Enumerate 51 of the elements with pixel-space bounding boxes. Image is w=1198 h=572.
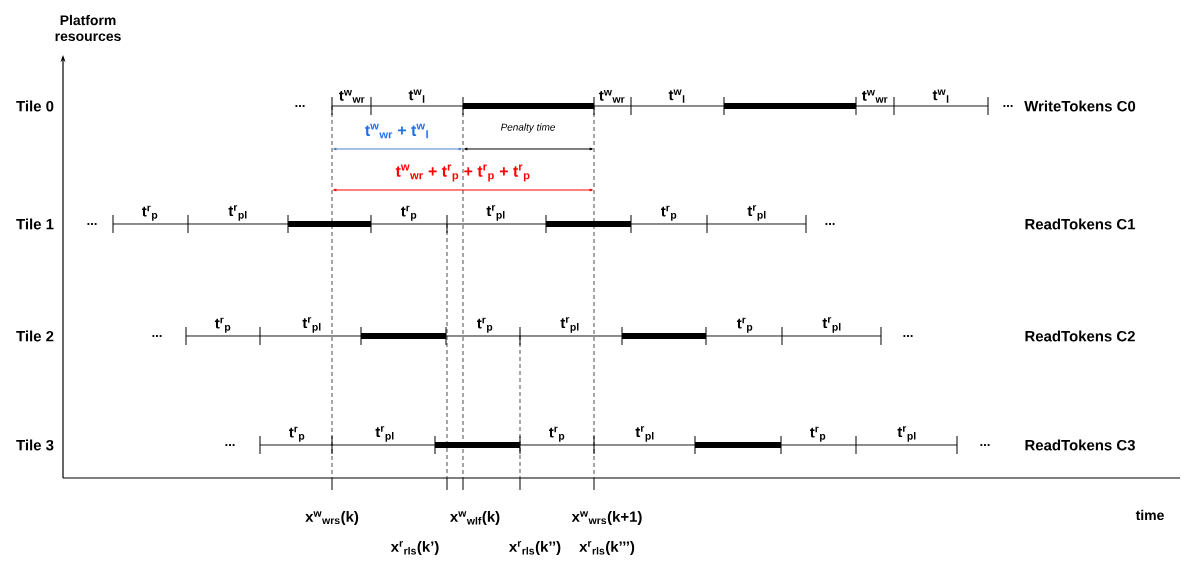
interval-label: t$^{r}$p (549, 426, 565, 442)
time-point-label: x$^{w}$$_{wrs}$(k+1) (571, 511, 642, 525)
ellipsis: ... (225, 444, 235, 446)
interval-label: t$^{w}$wr (339, 89, 365, 103)
interval-label: t$^{r}$p (809, 426, 826, 442)
time-point-label: x$^{r}$$_{rls}$(k’’) (509, 541, 561, 555)
time-point-label: x$^{r}$$_{rls}$(k’’’) (579, 541, 635, 555)
channel-label: ReadTokens C3 (1025, 439, 1135, 451)
interval-label: t$^{r}$pl (228, 205, 247, 221)
channel-label: WriteTokens C0 (1024, 100, 1136, 112)
interval-label: t$^{r}$p (477, 317, 493, 333)
interval-label: t$^{r}$p (289, 426, 305, 442)
duration-label: t$^{w}$$_{wr}$ + t$^{w}$l (365, 123, 428, 139)
interval-label: t$^{w}$l (932, 89, 949, 103)
time-point-label: x$^{w}$$_{wlf}$(k) (450, 511, 500, 525)
interval-label: t$^{r}$pl (897, 426, 916, 442)
ellipsis: ... (980, 444, 990, 446)
interval-label: t$^{r}$pl (486, 205, 505, 221)
interval-label: t$^{r}$p (401, 205, 417, 221)
duration-label: t$^{w}$$_{wr}$ + t$^{r}$$_{p}$ + t$^{r}$$_{p}$ + t$^{r}$p (395, 164, 530, 182)
interval-label: t$^{w}$l (408, 89, 425, 103)
interval-label: t$^{w}$wr (862, 89, 888, 103)
ellipsis: ... (87, 223, 97, 225)
interval-label: t$^{r}$pl (822, 317, 841, 333)
interval-label: t$^{r}$pl (560, 317, 579, 333)
interval-label: t$^{r}$pl (302, 317, 321, 333)
interval-label: t$^{w}$wr (599, 89, 625, 103)
interval-label: t$^{r}$pl (747, 205, 766, 221)
interval-label: t$^{w}$l (668, 89, 685, 103)
axis-title: time (1135, 509, 1164, 521)
axis-title: Platform resources (55, 14, 121, 42)
interval-label: t$^{r}$pl (635, 426, 654, 442)
tile-label: Tile 3 (16, 439, 54, 451)
ellipsis: ... (295, 105, 305, 107)
ellipsis: ... (1003, 105, 1013, 107)
ellipsis: ... (825, 223, 835, 225)
duration-label: Penalty time (500, 123, 556, 133)
channel-label: ReadTokens C2 (1025, 330, 1135, 342)
tile-label: Tile 2 (16, 330, 54, 342)
interval-label: t$^{r}$pl (375, 426, 394, 442)
tile-label: Tile 0 (16, 100, 54, 112)
tile-label: Tile 1 (16, 218, 54, 230)
time-point-label: x$^{r}$$_{rls}$(k’) (390, 541, 439, 555)
ellipsis: ... (152, 335, 162, 337)
interval-label: t$^{r}$p (215, 317, 231, 333)
interval-label: t$^{r}$p (737, 317, 753, 333)
interval-label: t$^{r}$p (142, 205, 158, 221)
time-point-label: x$^{w}$$_{wrs}$(k) (305, 511, 359, 525)
channel-label: ReadTokens C1 (1025, 218, 1136, 230)
ellipsis: ... (903, 335, 913, 337)
interval-label: t$^{r}$p (661, 205, 677, 221)
